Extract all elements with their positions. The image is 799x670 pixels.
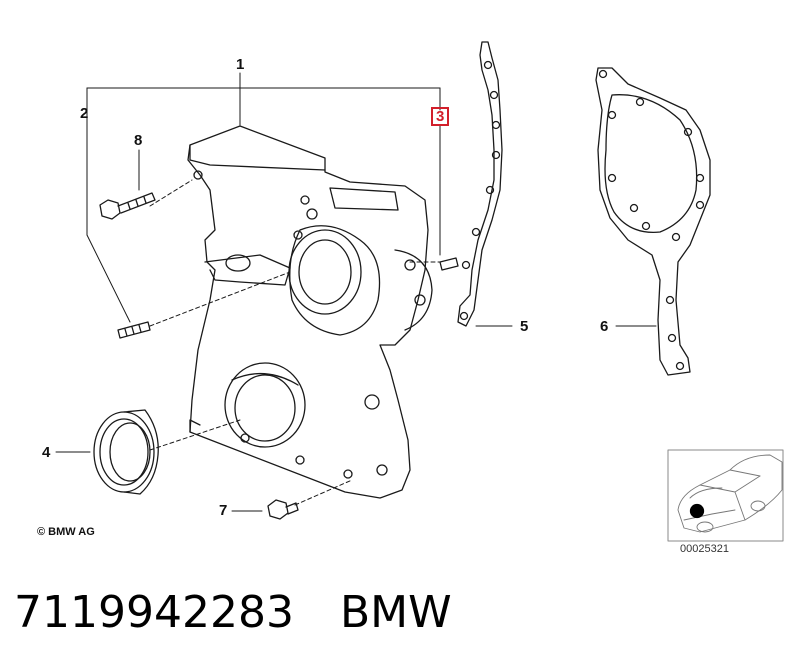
callout-4: 4: [42, 444, 51, 461]
callout-1: 1: [236, 56, 245, 73]
part-number: 7119942283: [14, 587, 294, 638]
timing-case-cover: [187, 125, 433, 499]
callout-3-highlighted[interactable]: 3: [431, 107, 450, 126]
location-inset: [667, 449, 784, 542]
shaft-seal: [93, 409, 159, 495]
hex-bolt-lower: [267, 499, 299, 520]
callout-7: 7: [219, 502, 228, 519]
brand-name: BMW: [339, 587, 452, 638]
callout-5: 5: [520, 318, 529, 335]
gasket-right: [595, 67, 711, 376]
dowel-pin-left: [117, 321, 151, 339]
hex-bolt-upper: [99, 192, 156, 220]
copyright-notice: © BMW AG: [37, 526, 95, 538]
dowel-pin-right: [439, 257, 459, 271]
part-caption: 7119942283 BMW: [14, 588, 498, 638]
callout-6: 6: [600, 318, 609, 335]
callout-leader-lines: [55, 72, 657, 512]
location-marker: [689, 503, 705, 519]
diagram-reference-number: 00025321: [680, 543, 729, 555]
callout-2: 2: [80, 105, 89, 122]
callout-8: 8: [134, 132, 143, 149]
gasket-left: [457, 41, 503, 327]
